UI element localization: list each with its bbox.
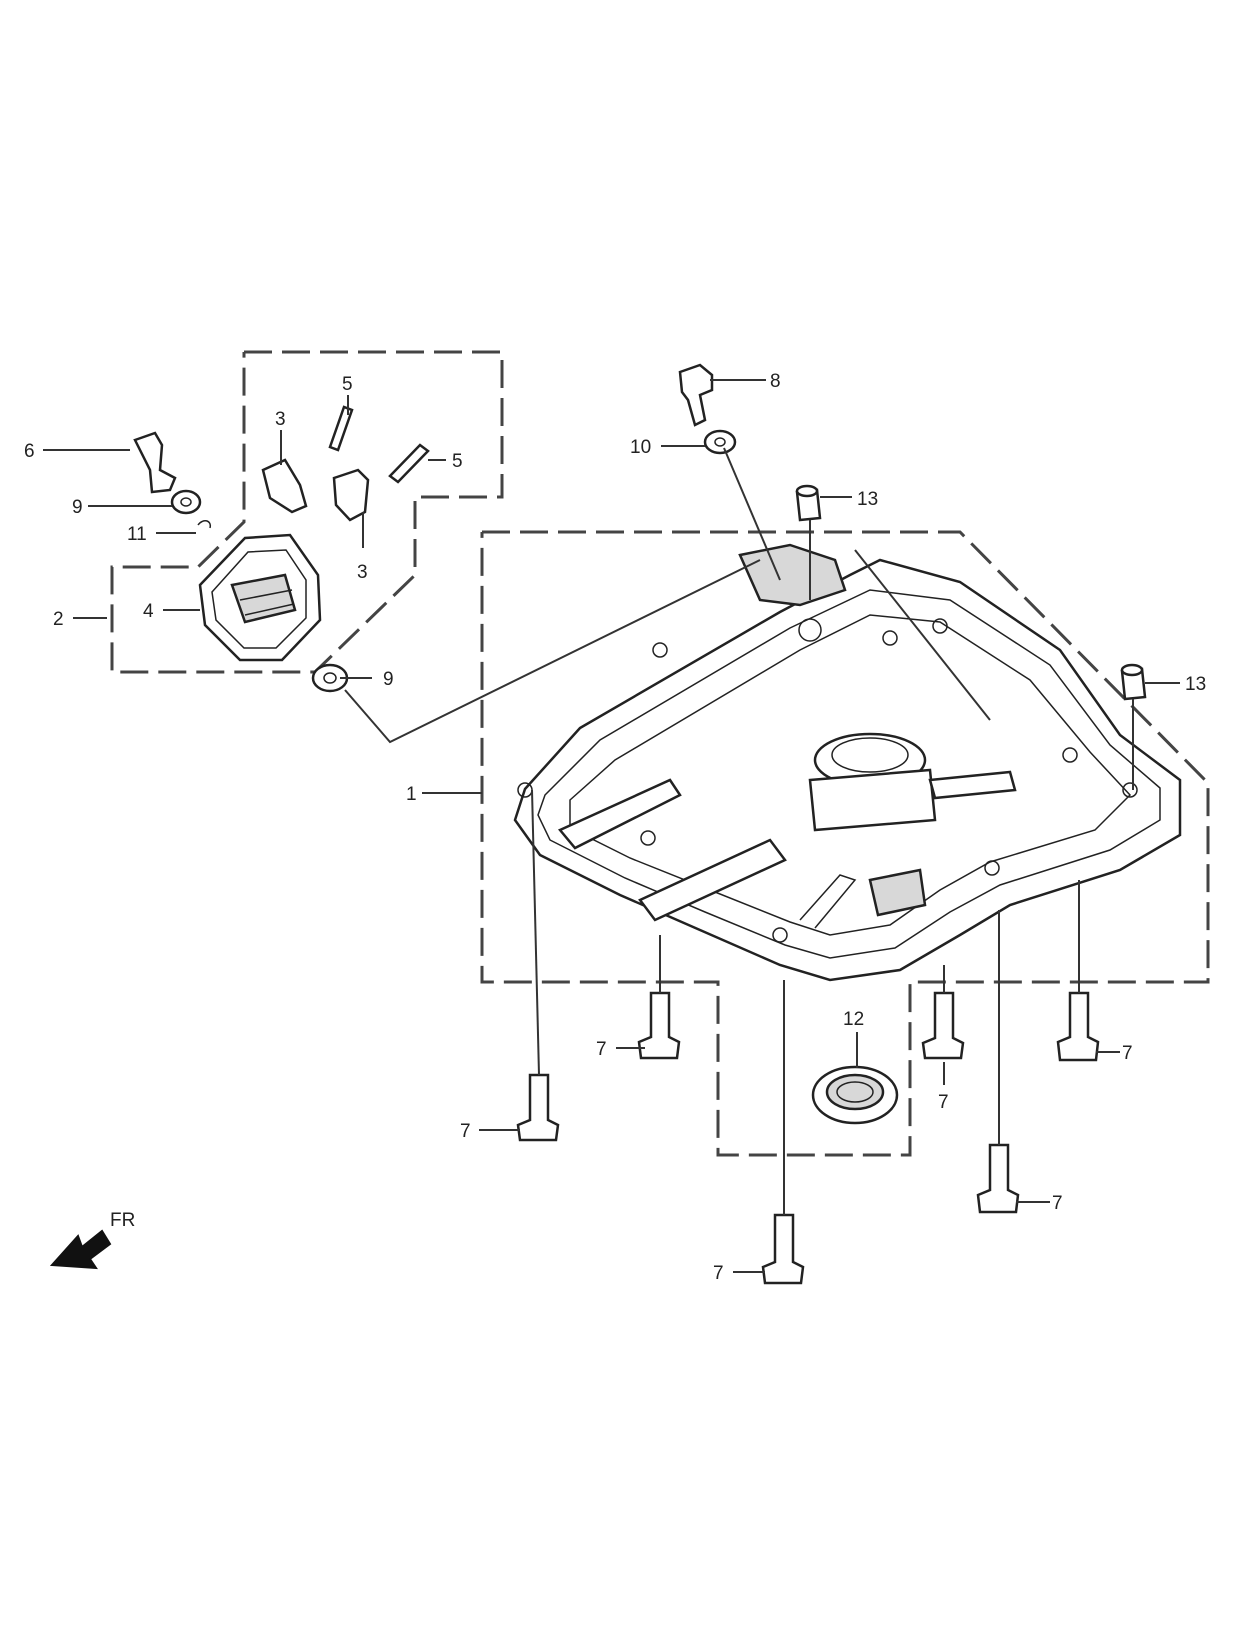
callout-13-right: 13 (1185, 674, 1206, 695)
callout-3-lower: 3 (357, 562, 368, 583)
flange-bolts (516, 991, 1100, 1285)
bolt-7f (761, 1213, 805, 1285)
callout-7-lower-right: 7 (1052, 1193, 1063, 1214)
callout-7-mid-right: 7 (938, 1092, 949, 1113)
bolt-7c (921, 991, 965, 1060)
leader-lines (43, 379, 1180, 1273)
bolt-7b (637, 991, 681, 1060)
callout-4: 4 (143, 601, 154, 622)
callout-7-bottom: 7 (713, 1263, 724, 1284)
callout-11: 11 (127, 524, 147, 545)
direction-label: FR (110, 1210, 135, 1231)
callout-10: 10 (630, 437, 651, 458)
callout-12: 12 (843, 1009, 864, 1030)
callout-7-left: 7 (460, 1121, 471, 1142)
callout-5-right: 5 (452, 451, 463, 472)
callout-9-upper: 9 (72, 497, 83, 518)
callout-7-mid-left: 7 (596, 1039, 607, 1060)
callout-9-lower: 9 (383, 669, 394, 690)
callout-8: 8 (770, 371, 781, 392)
front-direction-arrow-icon (49, 1229, 112, 1270)
crankcase-cover (513, 543, 1182, 982)
bolt-7e (976, 1143, 1020, 1214)
callout-7-right: 7 (1122, 1043, 1133, 1064)
gear-assembly (198, 533, 322, 662)
callout-6: 6 (24, 441, 35, 462)
callout-2: 2 (53, 609, 64, 630)
callout-1: 1 (406, 784, 417, 805)
callout-labels: 1 2 3 3 4 5 5 6 7 7 7 7 7 7 7 8 9 9 10 1… (24, 371, 1206, 1284)
callout-13-upper: 13 (857, 489, 878, 510)
callout-3-upper: 3 (275, 409, 286, 430)
callout-5-upper: 5 (342, 374, 353, 395)
bolt-7a (516, 1073, 560, 1142)
bolt-7d (1056, 991, 1100, 1062)
